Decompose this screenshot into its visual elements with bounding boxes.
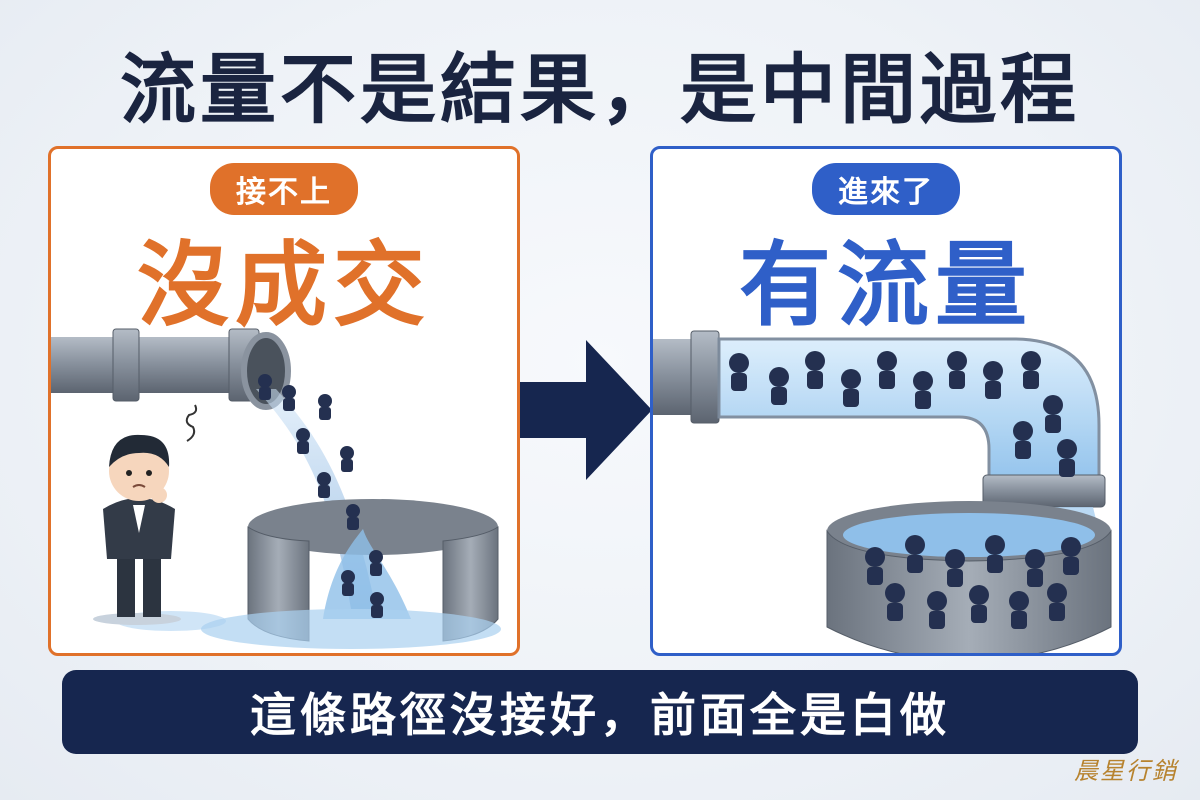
signature: 晨星行銷 [1074,757,1178,785]
left-panel-headline: 沒成交 [136,232,431,339]
right-panel-pill: 進來了 [812,163,960,215]
left-panel-pill: 接不上 [210,163,358,215]
right-arrow-icon [520,340,652,480]
bottom-banner: 這條路徑沒接好，前面全是白做 [62,670,1138,754]
page-title: 流量不是結果，是中間過程 [120,45,1080,134]
right-panel: 進來了 有流量 [650,146,1122,656]
left-panel: 接不上 沒成交 [48,146,520,656]
leaking-pipe-and-broken-tank-icon [51,328,501,649]
confused-businessman-icon [93,404,198,625]
right-panel-headline: 有流量 [738,232,1033,339]
banner-text: 這條路徑沒接好，前面全是白做 [250,688,950,742]
curved-pipe-full-of-people-icon [653,330,1112,653]
